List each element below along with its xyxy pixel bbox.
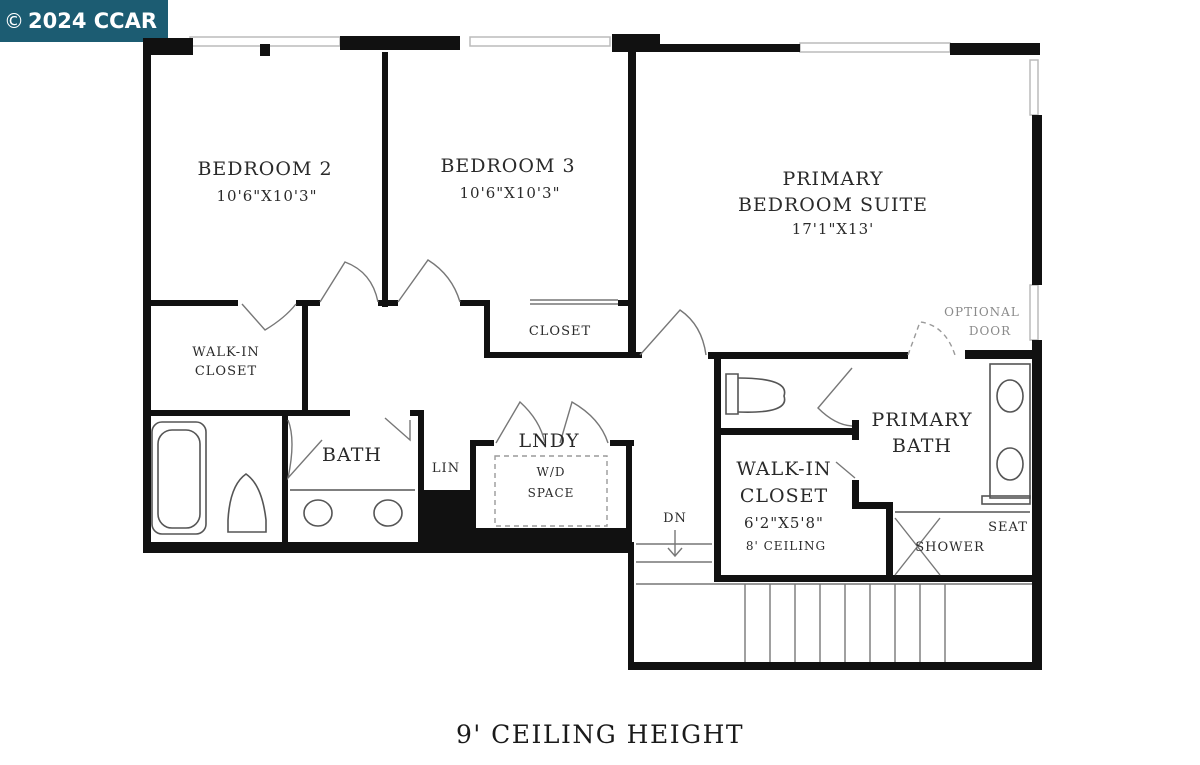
staircase — [636, 530, 1032, 662]
windows — [189, 36, 1039, 341]
ceiling-height-caption: 9' CEILING HEIGHT — [455, 720, 745, 749]
primary-bath-line1: PRIMARY — [871, 409, 972, 431]
optional-door-line1: OPTIONAL — [944, 305, 1020, 319]
copyright-icon: © — [4, 9, 24, 33]
interior-walls — [148, 52, 1042, 582]
copyright-text: 2024 CCAR — [28, 9, 158, 33]
room-labels: BEDROOM 2 10'6"X10'3" BEDROOM 3 10'6"X10… — [192, 155, 1028, 555]
copyright-badge: © 2024 CCAR — [0, 0, 168, 42]
bedroom3-name: BEDROOM 3 — [440, 155, 575, 177]
bath-label: BATH — [322, 444, 382, 466]
bedroom2-name: BEDROOM 2 — [197, 158, 332, 180]
walkin-closet-left-line2: CLOSET — [195, 364, 257, 379]
door-swings — [241, 259, 956, 481]
seat-label: SEAT — [988, 520, 1028, 535]
walkin-closet-right-dims: 6'2"X5'8" — [744, 514, 824, 532]
walkin-closet-right-line2: CLOSET — [740, 485, 828, 507]
left-bath-fixtures — [151, 421, 415, 535]
walkin-closet-right-line1: WALK-IN — [736, 458, 831, 480]
exterior-walls — [143, 34, 1042, 670]
optional-door-line2: DOOR — [969, 324, 1011, 338]
linen-label: LIN — [432, 461, 460, 476]
walkin-closet-left-line1: WALK-IN — [192, 345, 259, 360]
stairs-down-label: DN — [663, 511, 687, 526]
wd-space-line2: SPACE — [528, 486, 575, 500]
laundry-label: LNDY — [518, 430, 579, 452]
walkin-closet-right-ceiling: 8' CEILING — [746, 539, 826, 553]
wd-space-line1: W/D — [537, 465, 566, 479]
bedroom3-dims: 10'6"X10'3" — [460, 184, 561, 202]
primary-suite-line2: BEDROOM SUITE — [738, 194, 928, 216]
primary-suite-line1: PRIMARY — [782, 168, 883, 190]
primary-bath-fixtures — [725, 363, 1031, 576]
primary-suite-dims: 17'1"X13' — [792, 220, 875, 238]
closet-details — [494, 299, 618, 527]
closet-label: CLOSET — [529, 324, 591, 339]
primary-bath-line2: BATH — [892, 435, 952, 457]
shower-label: SHOWER — [915, 540, 985, 555]
bedroom2-dims: 10'6"X10'3" — [217, 187, 318, 205]
